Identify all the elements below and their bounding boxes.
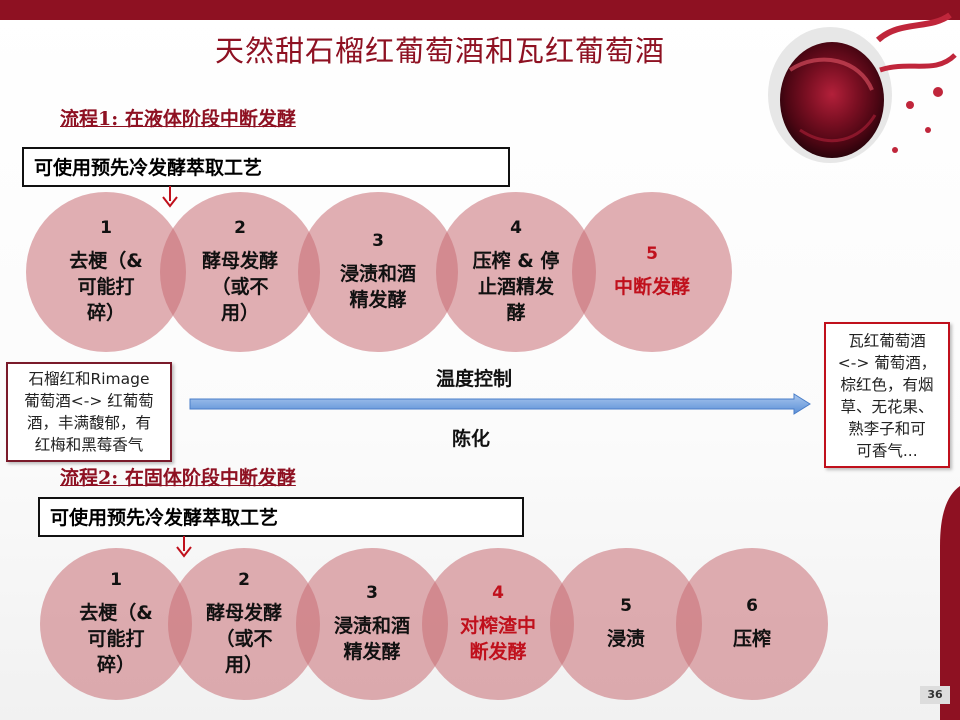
aging-label: 陈化 bbox=[452, 428, 491, 450]
flow2-step-4: 4 对榨渣中 断发酵 bbox=[422, 548, 574, 700]
flow1-method-box: 可使用预先冷发酵萃取工艺 bbox=[22, 147, 510, 187]
flow1-step-1: 1 去梗（& 可能打 碎） bbox=[26, 192, 186, 352]
top-bar bbox=[0, 0, 960, 20]
flow2-step-3-label: 浸渍和酒 精发酵 bbox=[333, 615, 410, 663]
left-note-line-1: 石榴红和Rimage bbox=[28, 370, 150, 388]
flow2-heading: 流程2: 在固体阶段中断发酵 bbox=[60, 467, 296, 489]
flow2-step-5-number: 5 bbox=[620, 596, 632, 616]
flow2-step-6-label: 压榨 bbox=[732, 628, 771, 650]
right-note-line-5: 熟李子和可 bbox=[848, 420, 926, 438]
flow1-step-2-label: 酵母发酵 （或不 用） bbox=[201, 250, 278, 324]
right-note-box: 瓦红葡萄酒 <-> 葡萄酒， 棕红色，有烟 草、无花果、 熟李子和可 可香气..… bbox=[824, 322, 950, 468]
temperature-control-label: 温度控制 bbox=[436, 368, 513, 390]
left-note-line-2: 葡萄酒<-> 红葡萄 bbox=[24, 392, 154, 410]
flow1-step-1-label: 去梗（& 可能打 碎） bbox=[69, 250, 143, 324]
flow2-step-3-number: 3 bbox=[366, 583, 378, 603]
flow1-step-1-number: 1 bbox=[100, 218, 112, 238]
right-note-line-2: <-> 葡萄酒， bbox=[837, 354, 937, 372]
flow2-step-1-label: 去梗（& 可能打 碎） bbox=[79, 602, 153, 676]
flow1-step-3-label: 浸渍和酒 精发酵 bbox=[339, 263, 416, 311]
aging-arrow bbox=[189, 393, 811, 415]
flow2-step-2-number: 2 bbox=[238, 570, 250, 590]
flow2-step-4-number: 4 bbox=[492, 583, 504, 603]
wine-glass-icon bbox=[768, 12, 957, 163]
flow2-step-2: 2 酵母发酵 （或不 用） bbox=[168, 548, 320, 700]
right-note-line-4: 草、无花果、 bbox=[840, 398, 934, 416]
flow2-step-1: 1 去梗（& 可能打 碎） bbox=[40, 548, 192, 700]
left-note-line-3: 酒，丰满馥郁，有 bbox=[26, 414, 151, 432]
flow1-step-2: 2 酵母发酵 （或不 用） bbox=[160, 192, 320, 352]
flow1-step-3: 3 浸渍和酒 精发酵 bbox=[298, 192, 458, 352]
flow2-step-6: 6 压榨 bbox=[676, 548, 828, 700]
flow2-step-4-label: 对榨渣中 断发酵 bbox=[459, 615, 536, 663]
flow1-step-4-label: 压榨 & 停 止酒精发 酵 bbox=[472, 250, 560, 324]
flow1-heading: 流程1: 在液体阶段中断发酵 bbox=[60, 108, 296, 130]
flow1-step-5-label: 中断发酵 bbox=[613, 276, 690, 298]
page-title: 天然甜石榴红葡萄酒和瓦红葡萄酒 bbox=[214, 34, 665, 68]
page-number: 36 bbox=[920, 686, 950, 704]
flow1-step-3-number: 3 bbox=[372, 231, 384, 251]
flow2-step-2-label: 酵母发酵 （或不 用） bbox=[205, 602, 282, 676]
flow1-step-5-number: 5 bbox=[646, 244, 658, 264]
flow2-step-1-number: 1 bbox=[110, 570, 122, 590]
flow2-step-5-label: 浸渍 bbox=[606, 628, 645, 650]
flow2-step-6-number: 6 bbox=[746, 596, 758, 616]
flow1-step-4-number: 4 bbox=[510, 218, 522, 238]
left-note-line-4: 红梅和黑莓香气 bbox=[34, 436, 144, 454]
right-note-line-3: 棕红色，有烟 bbox=[840, 376, 934, 394]
left-note-box: 石榴红和Rimage 葡萄酒<-> 红葡萄 酒，丰满馥郁，有 红梅和黑莓香气 bbox=[6, 362, 172, 462]
flow1-down-arrow-icon bbox=[162, 186, 178, 208]
flow2-method-box: 可使用预先冷发酵萃取工艺 bbox=[38, 497, 524, 537]
right-note-line-6: 可香气... bbox=[856, 442, 918, 460]
flow1-step-5: 5 中断发酵 bbox=[572, 192, 732, 352]
flow1-step-2-number: 2 bbox=[234, 218, 246, 238]
corner-decoration bbox=[940, 486, 960, 720]
flow1-step-4: 4 压榨 & 停 止酒精发 酵 bbox=[436, 192, 596, 352]
flow2-down-arrow-icon bbox=[176, 536, 192, 558]
right-note-line-1: 瓦红葡萄酒 bbox=[848, 332, 926, 350]
